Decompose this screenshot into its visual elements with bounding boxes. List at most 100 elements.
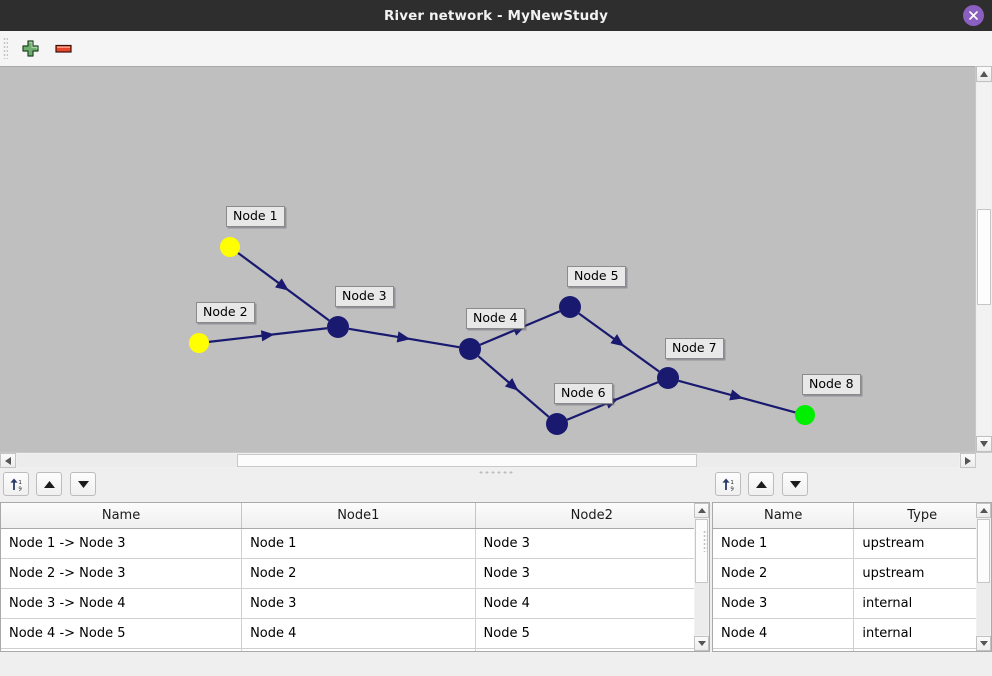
scrollbar-track[interactable] bbox=[17, 454, 237, 467]
column-header[interactable]: Name bbox=[713, 503, 855, 529]
network-node[interactable] bbox=[189, 333, 209, 353]
main-toolbar bbox=[0, 31, 992, 67]
table-cell[interactable] bbox=[241, 648, 476, 651]
scroll-right-icon[interactable] bbox=[960, 453, 976, 468]
canvas-horizontal-scrollbar[interactable] bbox=[0, 452, 976, 469]
network-node[interactable] bbox=[795, 405, 815, 425]
network-node[interactable] bbox=[657, 367, 679, 389]
sort-button[interactable]: 1 9 bbox=[715, 472, 741, 496]
scroll-up-icon[interactable] bbox=[694, 503, 709, 518]
node-label[interactable]: Node 5 bbox=[567, 266, 626, 287]
branch-table-scrollbar[interactable] bbox=[694, 502, 710, 652]
node-label[interactable]: Node 2 bbox=[196, 302, 255, 323]
table-cell[interactable]: internal bbox=[853, 588, 991, 619]
network-node[interactable] bbox=[559, 296, 581, 318]
svg-text:1: 1 bbox=[18, 480, 22, 486]
table-cell[interactable]: Node 1 -> Node 3 bbox=[1, 528, 243, 559]
close-icon[interactable] bbox=[963, 5, 984, 26]
scrollbar-track[interactable] bbox=[977, 305, 991, 435]
scroll-down-icon[interactable] bbox=[694, 636, 709, 651]
table-cell[interactable]: Node 4 bbox=[713, 618, 855, 649]
table-cell[interactable]: upstream bbox=[853, 558, 991, 589]
table-cell[interactable]: Node 2 -> Node 3 bbox=[1, 558, 243, 589]
scrollbar-thumb[interactable] bbox=[237, 454, 697, 467]
scrollbar-thumb[interactable] bbox=[977, 519, 990, 583]
table-cell[interactable]: Node 3 bbox=[475, 558, 709, 589]
table-cell[interactable]: Node 4 bbox=[241, 618, 476, 649]
toolbar-drag-handle[interactable] bbox=[3, 37, 8, 59]
network-diagram[interactable] bbox=[0, 67, 976, 459]
scrollbar-track[interactable] bbox=[977, 583, 990, 635]
node-label[interactable]: Node 1 bbox=[226, 206, 285, 227]
edge-arrow-icon bbox=[504, 378, 519, 391]
node-label[interactable]: Node 7 bbox=[665, 338, 724, 359]
scroll-left-icon[interactable] bbox=[0, 453, 16, 468]
table-cell[interactable]: Node 3 bbox=[713, 588, 855, 619]
node-label[interactable]: Node 3 bbox=[335, 286, 394, 307]
table-cell[interactable]: upstream bbox=[853, 528, 991, 559]
delete-node-icon[interactable] bbox=[50, 36, 76, 60]
column-header[interactable]: Name bbox=[1, 503, 243, 529]
sort-button[interactable]: 1 9 bbox=[3, 472, 29, 496]
edge-arrow-icon bbox=[260, 330, 275, 342]
network-node[interactable] bbox=[220, 237, 240, 257]
scroll-down-icon[interactable] bbox=[976, 636, 991, 651]
node-label[interactable]: Node 8 bbox=[802, 374, 861, 395]
network-node[interactable] bbox=[459, 338, 481, 360]
horizontal-splitter[interactable] bbox=[0, 468, 992, 476]
table-cell[interactable] bbox=[1, 648, 243, 651]
scrollbar-track[interactable] bbox=[697, 454, 959, 467]
pane-splitter-grip[interactable] bbox=[703, 530, 708, 552]
network-node[interactable] bbox=[546, 413, 568, 435]
column-header[interactable]: Node1 bbox=[241, 503, 476, 529]
move-up-button[interactable] bbox=[748, 472, 774, 496]
table-cell[interactable]: Node 5 bbox=[475, 618, 709, 649]
table-cell[interactable]: Node 4 -> Node 5 bbox=[1, 618, 243, 649]
canvas-vertical-scrollbar[interactable] bbox=[975, 66, 992, 452]
table-cell[interactable]: Node 4 bbox=[475, 588, 709, 619]
scrollbar-track[interactable] bbox=[695, 583, 708, 635]
node-label[interactable]: Node 4 bbox=[466, 308, 525, 329]
node-table-scrollbar[interactable] bbox=[976, 502, 992, 652]
scroll-up-icon[interactable] bbox=[976, 503, 991, 518]
svg-text:9: 9 bbox=[730, 486, 734, 492]
scroll-up-icon[interactable] bbox=[976, 66, 992, 82]
move-down-button[interactable] bbox=[70, 472, 96, 496]
scrollbar-corner bbox=[975, 452, 992, 469]
move-up-button[interactable] bbox=[36, 472, 62, 496]
table-cell[interactable]: Node 3 bbox=[475, 528, 709, 559]
river-network-canvas[interactable]: Node 1 Node 2 Node 3 Node 4 Node 5 Node 6 Node… bbox=[0, 66, 992, 459]
network-node[interactable] bbox=[327, 316, 349, 338]
table-cell[interactable]: Node 3 -> Node 4 bbox=[1, 588, 243, 619]
scroll-down-icon[interactable] bbox=[976, 436, 992, 452]
table-cell[interactable]: Node 1 bbox=[713, 528, 855, 559]
edge-arrow-icon bbox=[610, 334, 625, 347]
table-cell[interactable]: Node 1 bbox=[241, 528, 476, 559]
node-label[interactable]: Node 6 bbox=[554, 383, 613, 404]
column-header[interactable]: Node2 bbox=[475, 503, 709, 529]
table-cell[interactable]: Node 3 bbox=[241, 588, 476, 619]
scrollbar-thumb[interactable] bbox=[977, 209, 991, 305]
scrollbar-track[interactable] bbox=[977, 83, 991, 209]
table-cell[interactable] bbox=[713, 648, 855, 651]
table-cell[interactable]: Node 2 bbox=[713, 558, 855, 589]
table-cell[interactable]: Node 2 bbox=[241, 558, 476, 589]
move-down-button[interactable] bbox=[782, 472, 808, 496]
add-node-icon[interactable] bbox=[17, 36, 43, 60]
column-header[interactable]: Type bbox=[853, 503, 991, 529]
title-bar: River network - MyNewStudy bbox=[0, 0, 992, 32]
table-cell[interactable]: internal bbox=[853, 618, 991, 649]
